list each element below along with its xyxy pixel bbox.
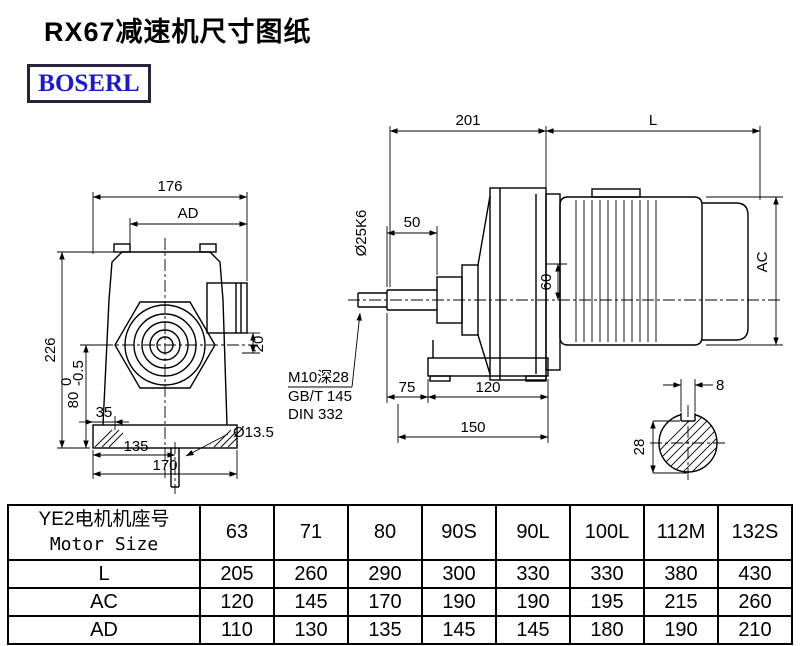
table-cell: 145 (495, 615, 571, 645)
page-title: RX67减速机尺寸图纸 (44, 17, 312, 47)
table-cell: 190 (421, 587, 497, 617)
table-cell: 135 (347, 615, 423, 645)
dim-60-label: 60 (538, 274, 555, 291)
table-row-ad: AD 110 130 135 145 145 180 190 210 (7, 615, 793, 645)
motor-size-header-cn: YE2电机机座号 (38, 509, 170, 531)
table-header-row: YE2电机机座号 Motor Size 63 71 80 90S 90L 100… (7, 504, 793, 561)
table-cell: 145 (421, 615, 497, 645)
key-height-label: 28 (631, 439, 648, 456)
motor-size-table: YE2电机机座号 Motor Size 63 71 80 90S 90L 100… (7, 504, 793, 645)
table-cell: 145 (273, 587, 349, 617)
shaft-section-view (650, 405, 726, 481)
motor-size-header-en: Motor Size (49, 534, 159, 556)
front-view-dimensions: 176 AD 226 80 0 -0.5 35 135 170 20 Ø13.5 (42, 178, 274, 479)
table-cell: 180 (569, 615, 645, 645)
table-row-l: L 205 260 290 300 330 330 380 430 (7, 559, 793, 589)
technical-drawing: 176 AD 226 80 0 -0.5 35 135 170 20 Ø13.5 (42, 112, 783, 494)
side-view-dimensions: 201 L 50 Ø25K6 60 AC M10深28 GB/T 145 DIN… (288, 112, 783, 443)
dim-50-label: 50 (404, 214, 421, 231)
col-header: 100L (569, 504, 645, 561)
table-row-ac: AC 120 145 170 190 190 195 215 260 (7, 587, 793, 617)
table-cell: 330 (569, 559, 645, 589)
table-cell: 170 (347, 587, 423, 617)
col-header: 112M (643, 504, 719, 561)
table-cell: 210 (717, 615, 793, 645)
table-cell: 205 (199, 559, 275, 589)
key-width-label: 8 (716, 377, 724, 394)
dim-201-label: 201 (455, 112, 480, 129)
table-cell: 130 (273, 615, 349, 645)
dim-176-label: 176 (157, 178, 182, 195)
table-cell: 260 (273, 559, 349, 589)
dim-ad-label: AD (178, 205, 199, 222)
col-header: 132S (717, 504, 793, 561)
gbt-note-label: GB/T 145 (288, 388, 352, 405)
dim-80-tol-lower: -0.5 (70, 360, 87, 386)
col-header: 90L (495, 504, 571, 561)
table-cell: 290 (347, 559, 423, 589)
table-cell: 260 (717, 587, 793, 617)
dim-226-label: 226 (42, 337, 59, 362)
table-cell: 300 (421, 559, 497, 589)
dim-20-label: 20 (250, 336, 267, 353)
dim-ac-label: AC (754, 251, 771, 272)
table-cell: 190 (495, 587, 571, 617)
dim-35-label: 35 (96, 404, 113, 421)
col-header: 63 (199, 504, 275, 561)
brand-logo: BOSERL (27, 64, 151, 103)
dim-150-label: 150 (460, 419, 485, 436)
table-cell: 190 (643, 615, 719, 645)
hole-dia-label: Ø13.5 (233, 424, 274, 441)
col-header: 80 (347, 504, 423, 561)
row-label: L (7, 559, 201, 589)
din-note-label: DIN 332 (288, 406, 343, 423)
shaft-dia-label: Ø25K6 (353, 210, 370, 257)
table-cell: 380 (643, 559, 719, 589)
col-header: 90S (421, 504, 497, 561)
table-cell: 120 (199, 587, 275, 617)
dim-170-label: 170 (152, 457, 177, 474)
dim-75-label: 75 (399, 379, 416, 396)
table-cell: 110 (199, 615, 275, 645)
table-cell: 330 (495, 559, 571, 589)
front-view (80, 238, 258, 494)
col-header: 71 (273, 504, 349, 561)
table-cell: 215 (643, 587, 719, 617)
thread-note-label: M10深28 (288, 369, 349, 386)
motor-size-header-cell: YE2电机机座号 Motor Size (7, 504, 201, 561)
table-cell: 195 (569, 587, 645, 617)
shaft-section-dimensions: 8 28 (631, 377, 724, 474)
row-label: AC (7, 587, 201, 617)
dim-l-label: L (649, 112, 657, 129)
table-cell: 430 (717, 559, 793, 589)
dim-120-label: 120 (475, 379, 500, 396)
side-view (348, 187, 782, 382)
dim-80-tol-upper: 0 (58, 378, 75, 386)
dim-135-label: 135 (123, 438, 148, 455)
row-label: AD (7, 615, 201, 645)
dim-80-label: 80 (65, 392, 82, 409)
